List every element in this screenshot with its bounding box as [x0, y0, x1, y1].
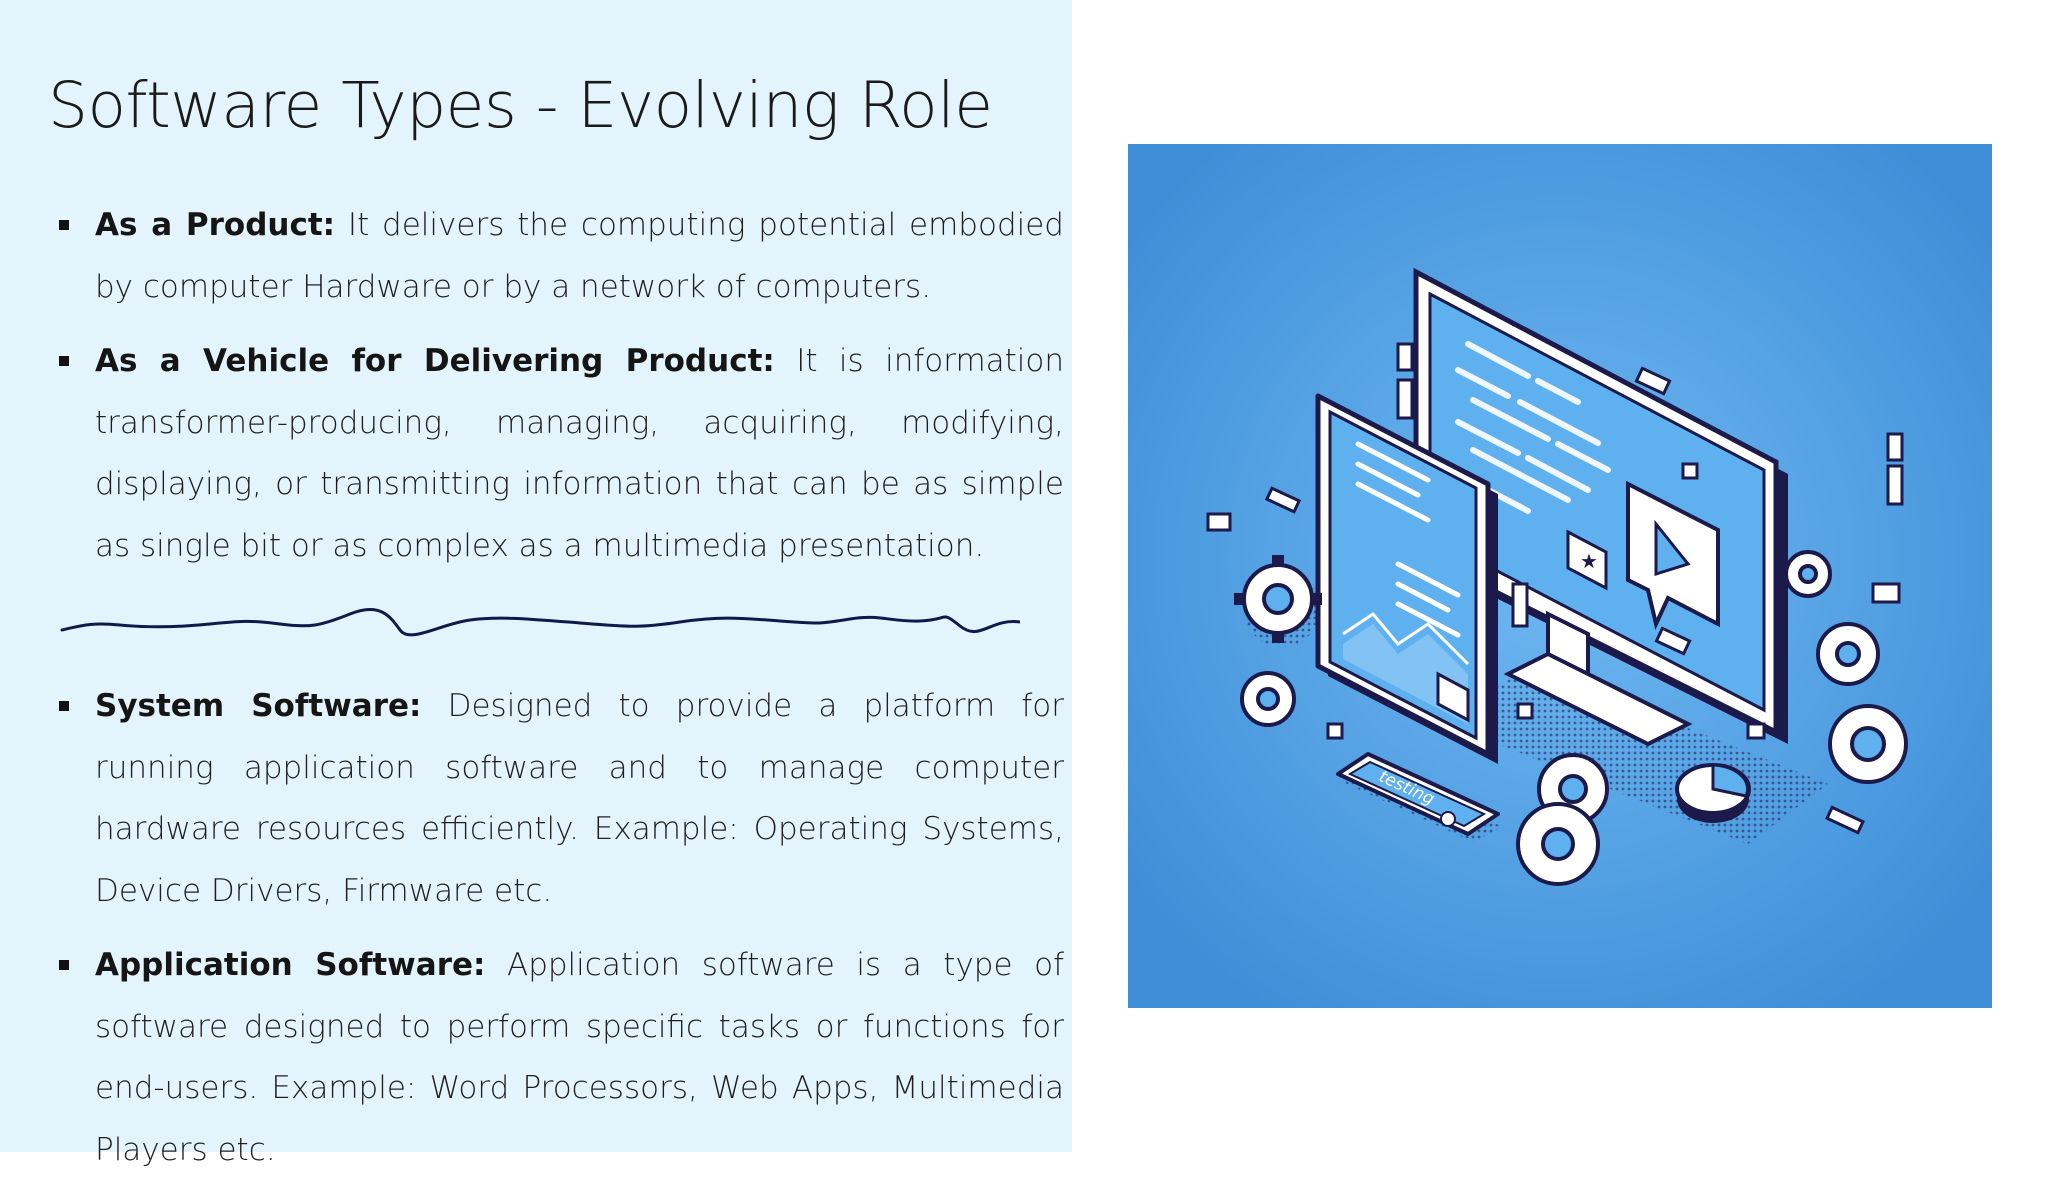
bullet-system-software: System Software: Designed to provide a p…	[56, 676, 1064, 922]
bullet-term: As a Product:	[95, 207, 336, 243]
bullet-term: Application Software:	[95, 947, 486, 983]
svg-text:★: ★	[1580, 549, 1598, 573]
bullet-text: It delivers the computing potential embo…	[95, 207, 1064, 305]
bullet-as-product: As a Product: It delivers the computing …	[56, 195, 1064, 318]
bullet-marker-icon	[59, 220, 69, 230]
bullet-text: Designed to provide a platform for runni…	[95, 688, 1065, 909]
pie-chart-icon	[1675, 763, 1751, 823]
monitor-icon: ★	[1413, 267, 1788, 747]
software-illustration-image: ★ testing	[1128, 144, 1992, 1008]
slide-title: Software Types - Evolving Role	[48, 69, 993, 142]
bullet-marker-icon	[59, 356, 69, 366]
floating-blocks-decoration	[1206, 342, 1904, 835]
phone-icon: testing	[1336, 752, 1503, 842]
bullet-term: System Software:	[95, 688, 422, 724]
gear-icon	[1234, 550, 1908, 886]
left-content-panel: Software Types - Evolving Role As a Prod…	[0, 0, 1072, 1168]
tablet-icon	[1315, 393, 1498, 764]
bullet-application-software: Application Software: Application softwa…	[56, 935, 1064, 1181]
bullet-as-vehicle: As a Vehicle for Delivering Product: It …	[56, 331, 1064, 577]
bullet-list-roles: As a Product: It delivers the computing …	[56, 195, 1064, 590]
bullet-marker-icon	[59, 960, 69, 970]
bullet-marker-icon	[59, 701, 69, 711]
bullet-list-types: System Software: Designed to provide a p…	[56, 676, 1064, 1194]
handdrawn-divider-line	[60, 608, 1020, 637]
bullet-term: As a Vehicle for Delivering Product:	[95, 343, 775, 379]
bullet-text: It is information transformer-producing,…	[95, 343, 1065, 564]
